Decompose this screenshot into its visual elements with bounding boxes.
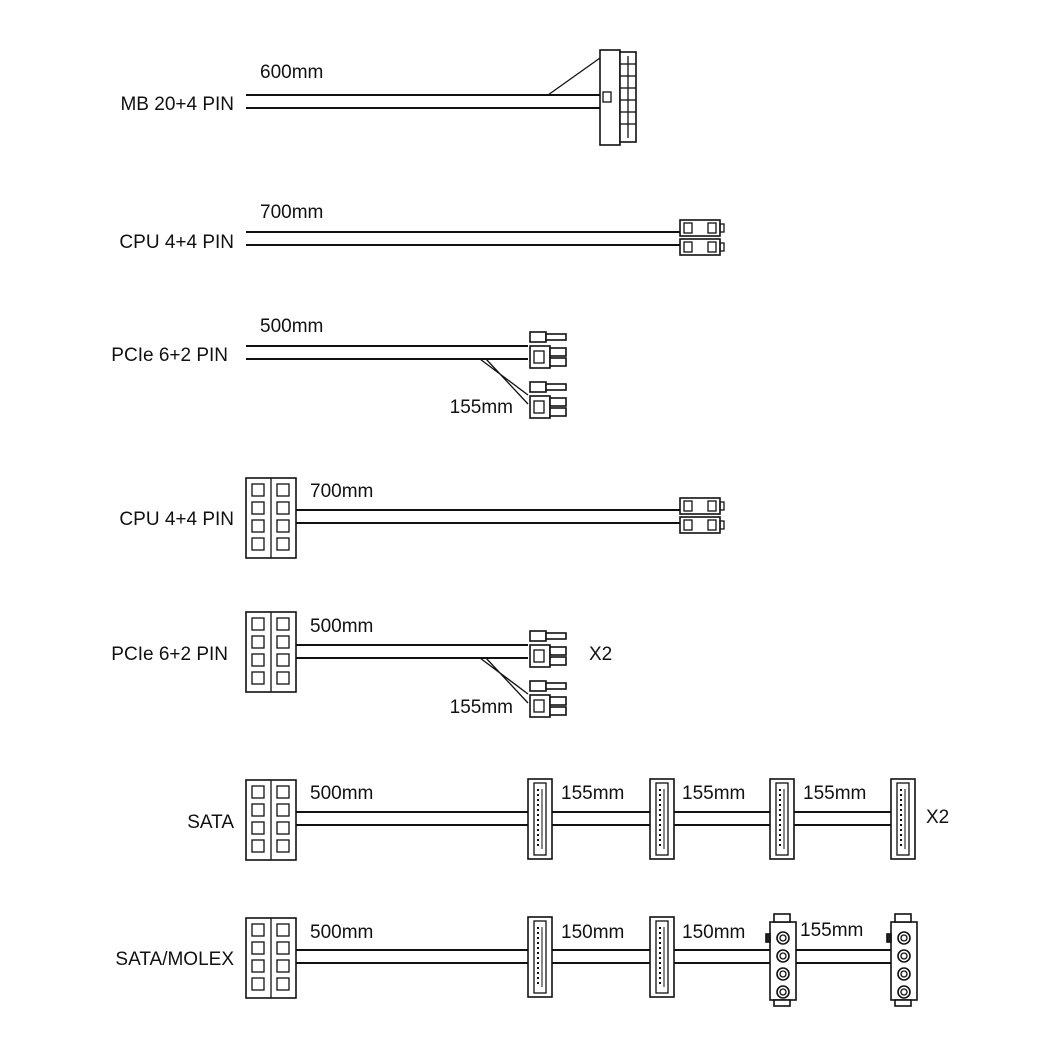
cable-length-label: 500mm — [310, 616, 373, 637]
cable-cpu-4-4-pin-modular: CPU 4+4 PIN 700mm — [119, 477, 725, 559]
modular-8-pin-connector — [245, 779, 297, 861]
cable-pcie-6-2-pin-modular: PCIe 6+2 PIN 500mm 155mm X2 — [111, 611, 612, 718]
cable-length-label: 500mm — [260, 316, 323, 337]
atx-24-pin-connector — [599, 49, 637, 146]
pcie-6-2-connector — [529, 630, 567, 668]
quantity-label: X2 — [589, 644, 612, 665]
cable-cpu-4-4-pin: CPU 4+4 PIN 700mm — [119, 202, 725, 256]
sata-connector — [649, 916, 675, 998]
cable-label: PCIe 6+2 PIN — [111, 644, 228, 665]
sata-connector — [527, 916, 553, 998]
molex-connector — [765, 913, 797, 1007]
sata-connector — [769, 778, 795, 860]
cable-branch — [479, 358, 529, 405]
cable-sata-molex: SATA/MOLEX 500mm 150mm 150mm 155mm — [115, 913, 918, 1007]
cable-length-label: 500mm — [310, 922, 373, 943]
modular-8-pin-connector — [245, 611, 297, 693]
cpu-4-4-connector — [679, 497, 725, 534]
pcie-6-2-connector — [529, 680, 567, 718]
cable-length-label: 155mm — [561, 783, 624, 804]
cable-label: CPU 4+4 PIN — [119, 509, 234, 530]
cable-label: SATA — [187, 812, 234, 833]
cable-label: PCIe 6+2 PIN — [111, 345, 228, 366]
cable-label: SATA/MOLEX — [115, 949, 234, 970]
sata-connector — [527, 778, 553, 860]
modular-8-pin-connector — [245, 917, 297, 999]
cable-label: CPU 4+4 PIN — [119, 232, 234, 253]
cable-pcie-6-2-pin: PCIe 6+2 PIN 500mm 155mm — [111, 316, 567, 419]
cable-length-label: 700mm — [310, 481, 373, 502]
quantity-label: X2 — [926, 807, 949, 828]
cable-branch — [479, 657, 529, 704]
modular-8-pin-connector — [245, 477, 297, 559]
cable-length-label: 600mm — [260, 62, 323, 83]
cable-length-label: 500mm — [310, 783, 373, 804]
cable-mb-20-4-pin: MB 20+4 PIN 600mm — [120, 49, 637, 146]
cpu-4-4-connector — [679, 219, 725, 256]
sata-connector — [890, 778, 916, 860]
sata-connector — [649, 778, 675, 860]
cable-branch — [547, 57, 601, 96]
cable-length-label: 150mm — [561, 922, 624, 943]
molex-connector — [886, 913, 918, 1007]
cable-branch-length-label: 155mm — [450, 397, 513, 418]
pcie-6-2-connector — [529, 381, 567, 419]
cable-length-label: 155mm — [800, 920, 863, 941]
cable-length-label: 700mm — [260, 202, 323, 223]
pcie-6-2-connector — [529, 331, 567, 369]
cable-branch-length-label: 155mm — [450, 697, 513, 718]
cable-length-label: 150mm — [682, 922, 745, 943]
cable-length-label: 155mm — [682, 783, 745, 804]
cable-sata: SATA 500mm 155mm 155mm 155mm X2 — [187, 778, 949, 861]
cable-length-label: 155mm — [803, 783, 866, 804]
cable-label: MB 20+4 PIN — [120, 94, 234, 115]
